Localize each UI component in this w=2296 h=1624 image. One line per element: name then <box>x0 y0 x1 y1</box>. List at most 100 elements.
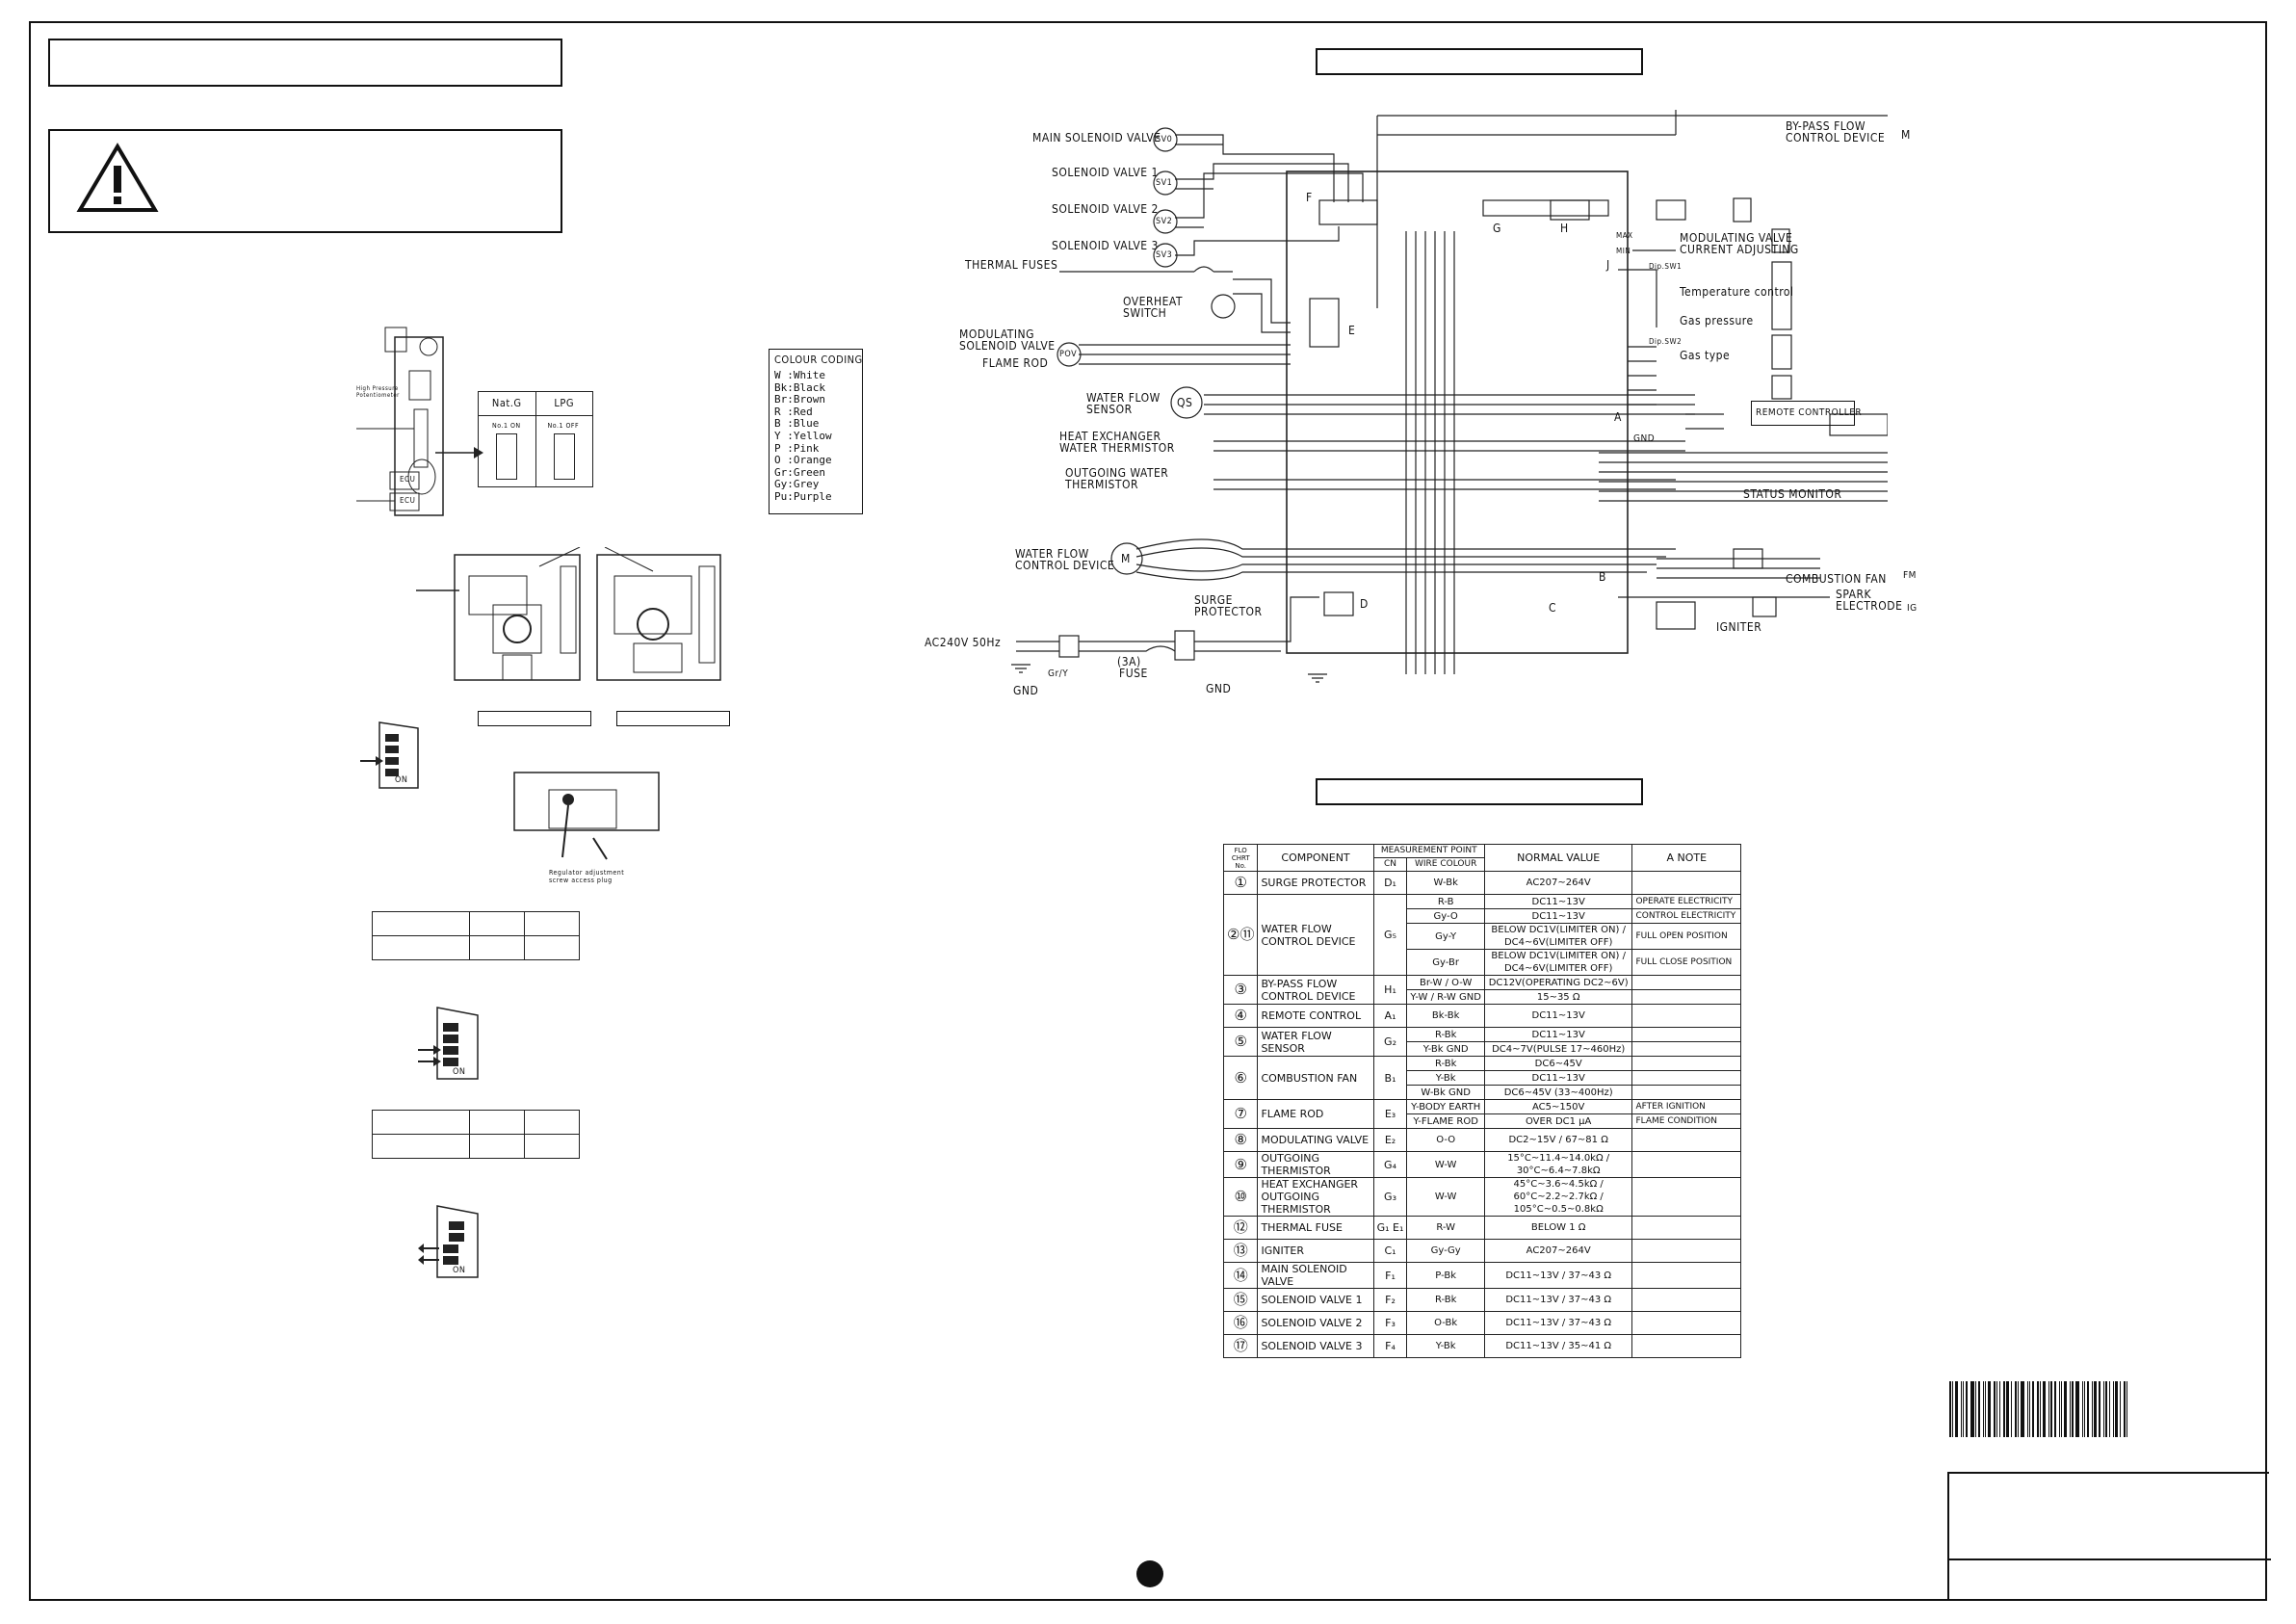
col-component: COMPONENT <box>1257 844 1374 872</box>
pcb-drawing <box>356 327 444 516</box>
label-hex-1: HEAT EXCHANGER <box>1059 430 1161 443</box>
barcode-bar <box>2109 1381 2110 1437</box>
label-water-flow-2: SENSOR <box>1086 403 1133 416</box>
natg-header: Nat.G <box>479 392 536 415</box>
barcode-bar <box>2113 1381 2114 1437</box>
row-normal-value: 45°C~3.6~4.5kΩ / 60°C~2.2~2.7kΩ / 105°C~… <box>1483 1177 1633 1217</box>
warning-icon <box>76 143 159 212</box>
row-note <box>1631 1216 1741 1240</box>
label-spark-1: SPARK <box>1836 588 1872 601</box>
row-normal-value: AC207~264V <box>1483 871 1633 895</box>
row-wire-colour: R-Bk <box>1406 1288 1485 1312</box>
barcode-bar <box>2099 1381 2100 1437</box>
barcode-bar <box>2043 1381 2046 1437</box>
row-wire-colour: W-W <box>1406 1177 1485 1217</box>
conn-ig: IG <box>1907 603 1918 614</box>
conn-f: F <box>1306 191 1313 204</box>
row-number: ⑰ <box>1222 1334 1259 1358</box>
row-number: ④ <box>1222 1004 1259 1028</box>
row-normal-value: BELOW DC1V(LIMITER ON) / DC4~6V(LIMITER … <box>1483 923 1633 950</box>
label-sv2: SOLENOID VALVE 2 <box>1052 202 1159 216</box>
row-note: FULL OPEN POSITION <box>1631 923 1741 950</box>
barcode-bar <box>1975 1381 1976 1437</box>
barcode-bar <box>1949 1381 1951 1437</box>
row-note <box>1631 1041 1741 1057</box>
label-gnd-surge: GND <box>1206 682 1232 695</box>
ecu-label-1: ECU <box>400 475 416 484</box>
colour-item: Gy:Grey <box>774 478 820 491</box>
warning-box <box>48 129 562 233</box>
barcode-bar <box>2103 1381 2104 1437</box>
conn-m-right: M <box>1901 128 1911 142</box>
label-sv3: SOLENOID VALVE 3 <box>1052 239 1159 252</box>
row-component: SOLENOID VALVE 1 <box>1257 1288 1374 1312</box>
unit-photo-right <box>596 547 721 681</box>
barcode-bar <box>2070 1381 2071 1437</box>
lpg-setting: No.1 OFF <box>547 422 580 430</box>
row-note <box>1631 1128 1741 1152</box>
barcode-bar <box>1988 1381 1991 1437</box>
section-title-box <box>48 39 562 87</box>
wiring-title-box <box>1316 48 1643 75</box>
row-note: CONTROL ELECTRICITY <box>1631 908 1741 924</box>
conn-sv1: SV1 <box>1156 178 1173 188</box>
row-normal-value: DC11~13V <box>1483 894 1633 909</box>
barcode-bar <box>2029 1381 2030 1437</box>
label-igniter: IGNITER <box>1716 620 1762 634</box>
row-wire-colour: Gy-Br <box>1406 949 1485 976</box>
label-modv-2: CURRENT ADJUSTING <box>1680 243 1799 256</box>
label-sv1: SOLENOID VALVE 1 <box>1052 166 1159 179</box>
title-block <box>1947 1472 2271 1601</box>
row-number: ⑩ <box>1222 1177 1259 1217</box>
row-wire-colour: O-O <box>1406 1128 1485 1152</box>
barcode-bar <box>2037 1381 2039 1437</box>
row-cn: E₃ <box>1372 1099 1408 1129</box>
conn-fm: FM <box>1903 570 1917 581</box>
label-thermal-fuses: THERMAL FUSES <box>965 258 1058 272</box>
label-max: MAX <box>1616 231 1633 240</box>
label-out-1: OUTGOING WATER <box>1065 466 1169 480</box>
barcode-bar <box>1985 1381 1986 1437</box>
conn-sv3: SV3 <box>1156 250 1173 260</box>
row-wire-colour: Y-BODY EARTH <box>1406 1099 1485 1114</box>
connector-labels: F G H J E D A B C SV0 SV1 SV2 SV3 POV QS… <box>925 96 1917 713</box>
row-note <box>1631 1085 1741 1100</box>
barcode-bar <box>1999 1381 2000 1437</box>
lpg-header: LPG <box>554 397 575 409</box>
barcode-bar <box>1963 1381 1964 1437</box>
row-wire-colour: R-B <box>1406 894 1485 909</box>
dip-switch-lpg <box>553 433 575 480</box>
label-switch: SWITCH <box>1123 306 1167 320</box>
label-ac: AC240V 50Hz <box>925 636 1002 649</box>
row-wire-colour: R-Bk <box>1406 1056 1485 1071</box>
row-number: ⑬ <box>1222 1239 1259 1263</box>
row-component: BY-PASS FLOW CONTROL DEVICE <box>1257 975 1374 1005</box>
conn-g: G <box>1493 222 1501 235</box>
ecu-label-2: ECU <box>400 496 416 505</box>
regulator-label: Regulator adjustment screw access plug <box>549 869 625 884</box>
colour-item: Gr:Green <box>774 465 825 479</box>
gas-type-table: Nat.G LPG No.1 ON No.1 OFF <box>478 391 593 487</box>
label-gr-y: Gr/Y <box>1048 668 1069 679</box>
colour-coding-box: COLOUR CODING W :White Bk:Black Br:Brown… <box>769 349 863 514</box>
on-label: ON <box>395 775 408 785</box>
colour-item: Y :Yellow <box>774 429 832 442</box>
row-component: THERMAL FUSE <box>1257 1216 1374 1240</box>
label-overheat: OVERHEAT <box>1123 295 1183 308</box>
conn-sv2: SV2 <box>1156 217 1173 226</box>
row-cn: F₁ <box>1372 1262 1408 1289</box>
label-main-solenoid: MAIN SOLENOID VALVE <box>1032 131 1161 144</box>
barcode-bar <box>1994 1381 1996 1437</box>
label-status-monitor: STATUS MONITOR <box>1743 487 1842 501</box>
row-note <box>1631 1288 1741 1312</box>
row-note: AFTER IGNITION <box>1631 1099 1741 1114</box>
photo-caption-right <box>616 711 730 726</box>
label-gas-type: Gas type <box>1680 349 1731 362</box>
row-wire-colour: Gy-O <box>1406 908 1485 924</box>
